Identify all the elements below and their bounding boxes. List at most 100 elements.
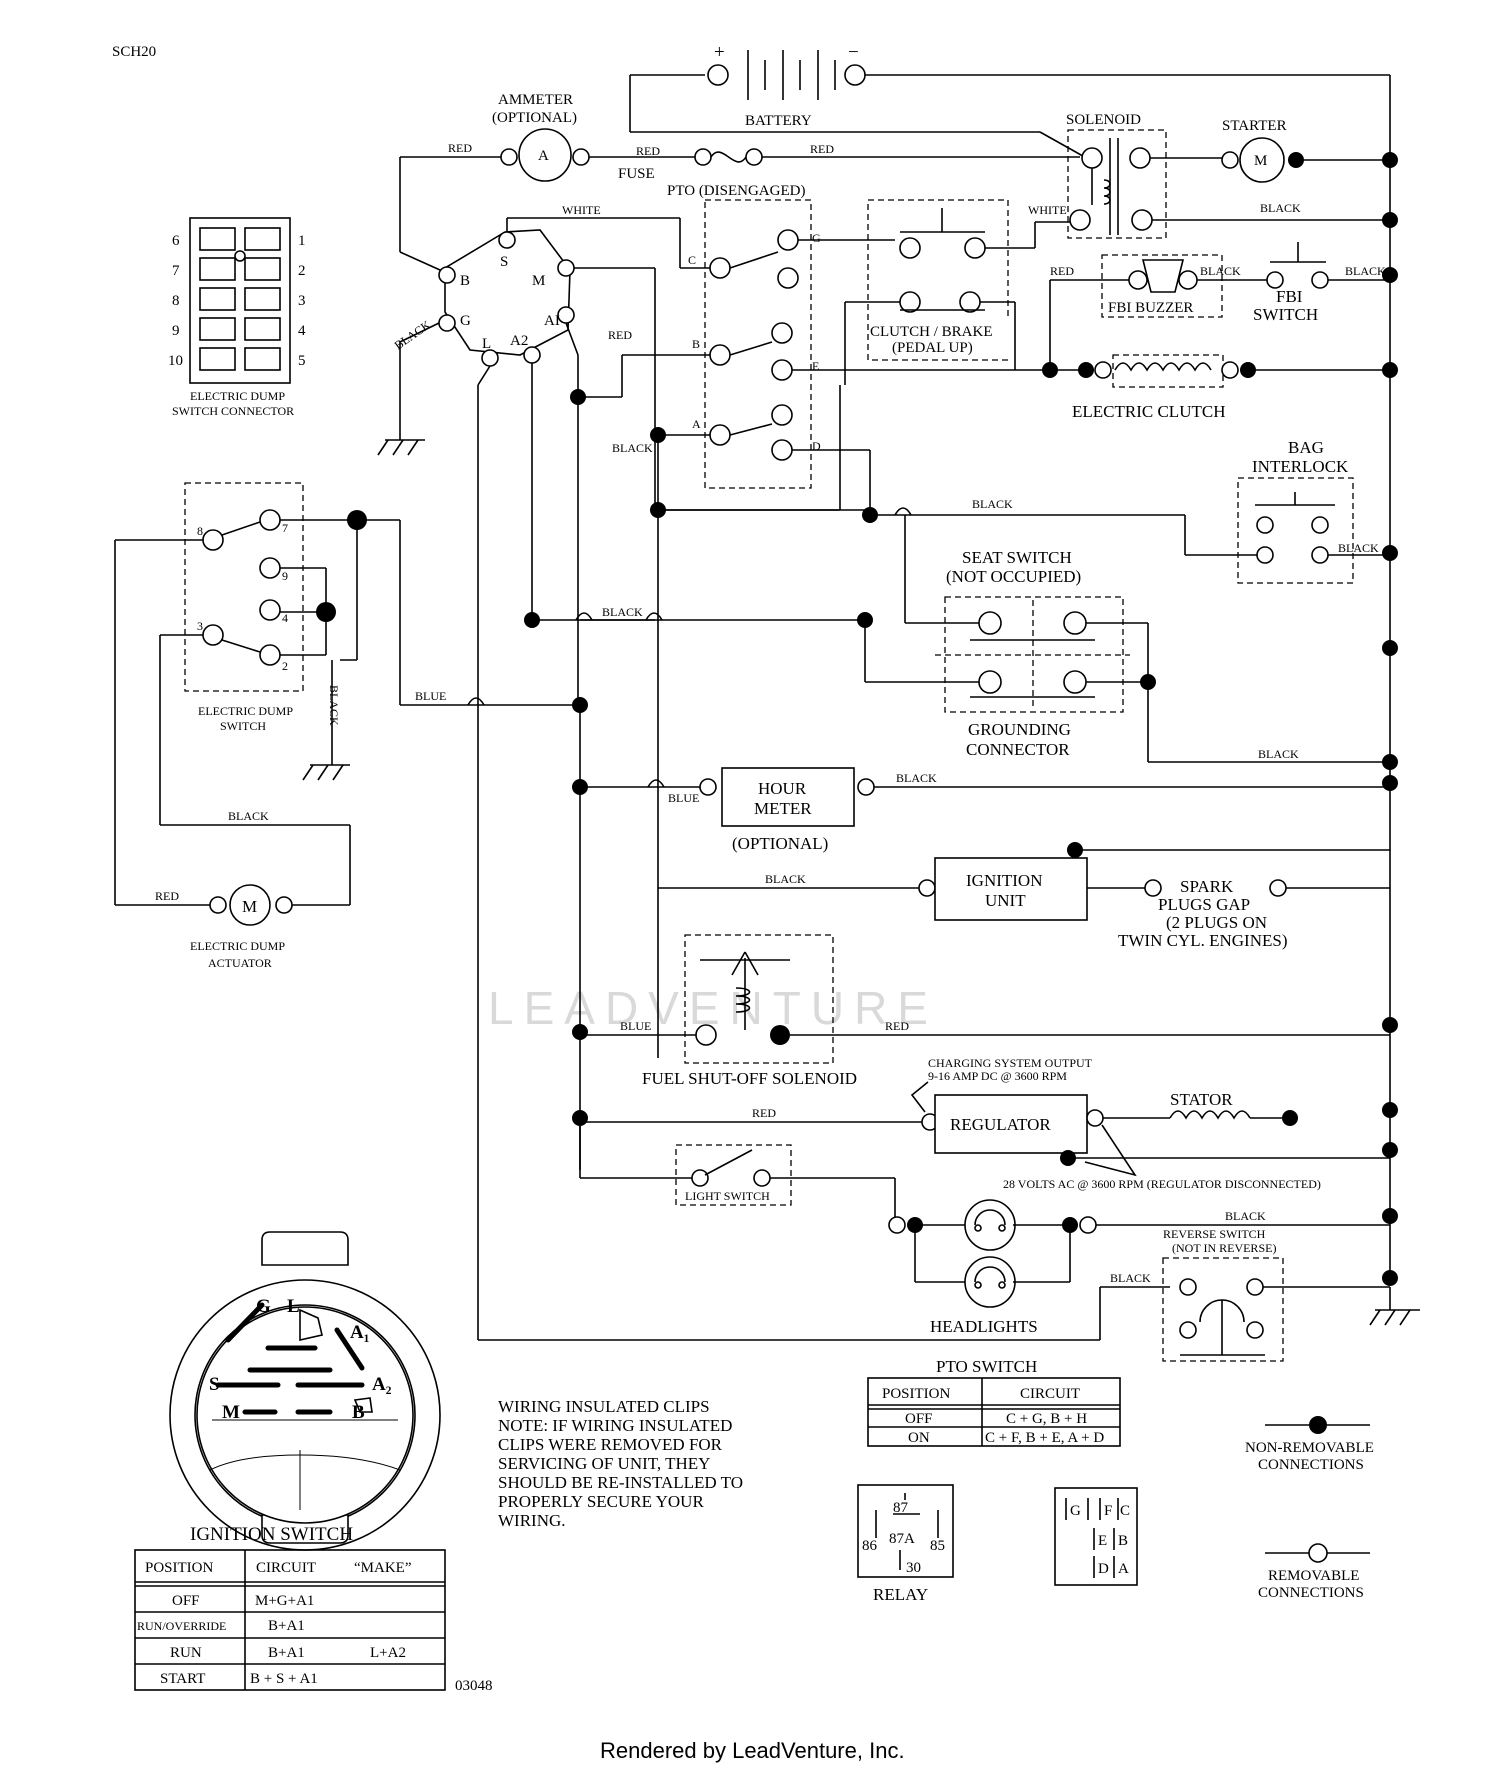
- svg-text:WIRING.: WIRING.: [498, 1511, 566, 1530]
- svg-text:CIRCUIT: CIRCUIT: [1020, 1386, 1080, 1402]
- regulator: CHARGING SYSTEM OUTPUT 9-16 AMP DC @ 360…: [580, 1056, 1390, 1191]
- hour-meter: BLUE HOUR METER BLACK (OPTIONAL): [580, 767, 1390, 853]
- svg-text:“MAKE”: “MAKE”: [354, 1560, 411, 1576]
- svg-text:BLACK: BLACK: [1110, 1271, 1151, 1285]
- clutch-brake-switch: CLUTCH / BRAKE (PEDAL UP): [867, 199, 1010, 361]
- svg-text:B: B: [352, 1402, 365, 1423]
- svg-text:BLACK: BLACK: [1260, 201, 1301, 215]
- legend-non-removable: NON-REMOVABLE CONNECTIONS: [1245, 1416, 1374, 1473]
- svg-text:HOUR: HOUR: [758, 779, 807, 798]
- fuse: RED FUSE: [618, 142, 1080, 182]
- svg-text:FUEL SHUT-OFF SOLENOID: FUEL SHUT-OFF SOLENOID: [642, 1069, 857, 1088]
- svg-text:SWITCH: SWITCH: [1253, 305, 1318, 324]
- svg-text:HEADLIGHTS: HEADLIGHTS: [930, 1317, 1038, 1336]
- ammeter: AMMETER (OPTIONAL) A RED RED: [400, 92, 695, 182]
- bag-interlock: BAG INTERLOCK: [1237, 438, 1354, 584]
- svg-text:3: 3: [197, 619, 203, 633]
- svg-text:(NOT IN REVERSE): (NOT IN REVERSE): [1172, 1241, 1276, 1255]
- svg-text:C: C: [688, 253, 696, 267]
- svg-text:CONNECTIONS: CONNECTIONS: [1258, 1457, 1364, 1473]
- seat-switch: SEAT SWITCH (NOT OCCUPIED) GROUNDING CON…: [935, 548, 1130, 759]
- svg-text:ELECTRIC DUMP: ELECTRIC DUMP: [198, 704, 293, 718]
- svg-text:CLUTCH / BRAKE: CLUTCH / BRAKE: [870, 324, 993, 340]
- svg-text:RUN/OVERRIDE: RUN/OVERRIDE: [137, 1619, 226, 1633]
- svg-text:RUN: RUN: [170, 1645, 202, 1661]
- svg-text:10: 10: [168, 353, 183, 369]
- svg-text:SWITCH: SWITCH: [220, 719, 266, 733]
- svg-text:M: M: [242, 897, 257, 916]
- svg-text:B: B: [460, 273, 470, 289]
- svg-text:ELECTRIC DUMP: ELECTRIC DUMP: [190, 939, 285, 953]
- drawing-code: SCH20: [112, 44, 156, 60]
- svg-text:CHARGING SYSTEM OUTPUT: CHARGING SYSTEM OUTPUT: [928, 1056, 1093, 1070]
- watermark: LEADVENTURE: [488, 982, 938, 1034]
- svg-text:RED: RED: [885, 1019, 909, 1033]
- svg-text:M+G+A1: M+G+A1: [255, 1593, 314, 1609]
- svg-text:G: G: [812, 231, 821, 245]
- svg-text:UNIT: UNIT: [985, 891, 1026, 910]
- ground-symbol-dump: [302, 764, 350, 781]
- svg-text:NON-REMOVABLE: NON-REMOVABLE: [1245, 1440, 1374, 1456]
- svg-text:IGNITION SWITCH: IGNITION SWITCH: [190, 1524, 353, 1545]
- ground-symbol: [377, 439, 425, 456]
- svg-text:D: D: [1098, 1561, 1109, 1577]
- svg-text:BLACK: BLACK: [1225, 1209, 1266, 1223]
- pto-pin-block: G F C E B D A: [1054, 1487, 1138, 1586]
- svg-text:4: 4: [298, 323, 306, 339]
- solenoid: SOLENOID BLACK: [1066, 112, 1390, 239]
- svg-text:A₂: A₂: [372, 1374, 392, 1395]
- svg-text:STARTER: STARTER: [1222, 118, 1287, 134]
- svg-text:REVERSE SWITCH: REVERSE SWITCH: [1163, 1227, 1266, 1241]
- svg-text:PROPERLY SECURE YOUR: PROPERLY SECURE YOUR: [498, 1492, 704, 1511]
- svg-text:L+A2: L+A2: [370, 1645, 406, 1661]
- svg-text:RELAY: RELAY: [873, 1585, 928, 1604]
- pto-switch-table: PTO SWITCH POSITION CIRCUIT OFF C + G, B…: [867, 1357, 1121, 1447]
- light-switch: LIGHT SWITCH: [579, 1122, 896, 1225]
- svg-text:ELECTRIC CLUTCH: ELECTRIC CLUTCH: [1072, 402, 1225, 421]
- svg-text:A: A: [1118, 1561, 1129, 1577]
- svg-text:AI: AI: [544, 313, 560, 329]
- battery-plus: +: [714, 42, 725, 63]
- svg-text:(PEDAL UP): (PEDAL UP): [892, 340, 973, 356]
- svg-text:RED: RED: [608, 328, 632, 342]
- svg-text:SEAT SWITCH: SEAT SWITCH: [962, 548, 1072, 567]
- svg-text:9-16 AMP DC @ 3600 RPM: 9-16 AMP DC @ 3600 RPM: [928, 1069, 1067, 1083]
- reverse-switch: REVERSE SWITCH (NOT IN REVERSE): [1162, 1227, 1390, 1362]
- dump-switch-connector: 6 7 8 9 10 1 2 3 4 5 ELECTRIC DUMP SWITC…: [168, 217, 306, 418]
- svg-text:D: D: [812, 439, 821, 453]
- svg-text:2: 2: [298, 263, 306, 279]
- svg-text:8: 8: [172, 293, 180, 309]
- ignition-unit: BLACK IGNITION UNIT SPARK PLUGS GAP (2 P…: [658, 842, 1390, 950]
- svg-text:BLACK: BLACK: [392, 317, 434, 352]
- dump-switch: 8 7 9 4 3 2 ELECTRIC DUMP SWITCH: [184, 482, 304, 733]
- svg-text:FUSE: FUSE: [618, 166, 655, 182]
- svg-text:ON: ON: [908, 1430, 930, 1446]
- ignition-terminal-block: S B M G AI L A2: [438, 229, 575, 367]
- svg-text:S: S: [500, 254, 508, 270]
- svg-text:L: L: [482, 336, 491, 352]
- svg-text:BLUE: BLUE: [415, 689, 446, 703]
- svg-text:A: A: [692, 417, 701, 431]
- svg-text:PTO SWITCH: PTO SWITCH: [936, 1357, 1037, 1376]
- fbi-buzzer: FBI BUZZER: [1101, 254, 1223, 318]
- pto-switch: PTO (DISENGAGED) G C B E A D: [667, 183, 821, 489]
- svg-text:SOLENOID: SOLENOID: [1066, 112, 1141, 128]
- headlights: BLACK HEADLIGHTS: [888, 1199, 1390, 1336]
- ignition-switch-face: G L A₁ A₂ S M B: [169, 1231, 441, 1551]
- svg-text:CIRCUIT: CIRCUIT: [256, 1560, 316, 1576]
- svg-text:TWIN CYL. ENGINES): TWIN CYL. ENGINES): [1118, 931, 1288, 950]
- svg-text:9: 9: [172, 323, 180, 339]
- svg-text:L: L: [287, 1296, 300, 1317]
- svg-text:FBI BUZZER: FBI BUZZER: [1108, 300, 1193, 316]
- svg-text:PLUGS GAP: PLUGS GAP: [1158, 895, 1250, 914]
- svg-text:AMMETER: AMMETER: [498, 92, 573, 108]
- svg-text:A: A: [538, 148, 549, 164]
- svg-text:SWITCH CONNECTOR: SWITCH CONNECTOR: [172, 404, 294, 418]
- ignition-switch-table: IGNITION SWITCH POSITION CIRCUIT “MAKE” …: [134, 1524, 446, 1691]
- svg-text:BLACK: BLACK: [327, 685, 341, 726]
- svg-text:G: G: [1070, 1503, 1081, 1519]
- svg-text:BLACK: BLACK: [228, 809, 269, 823]
- svg-text:F: F: [1104, 1503, 1112, 1519]
- electric-clutch: ELECTRIC CLUTCH: [1015, 354, 1390, 421]
